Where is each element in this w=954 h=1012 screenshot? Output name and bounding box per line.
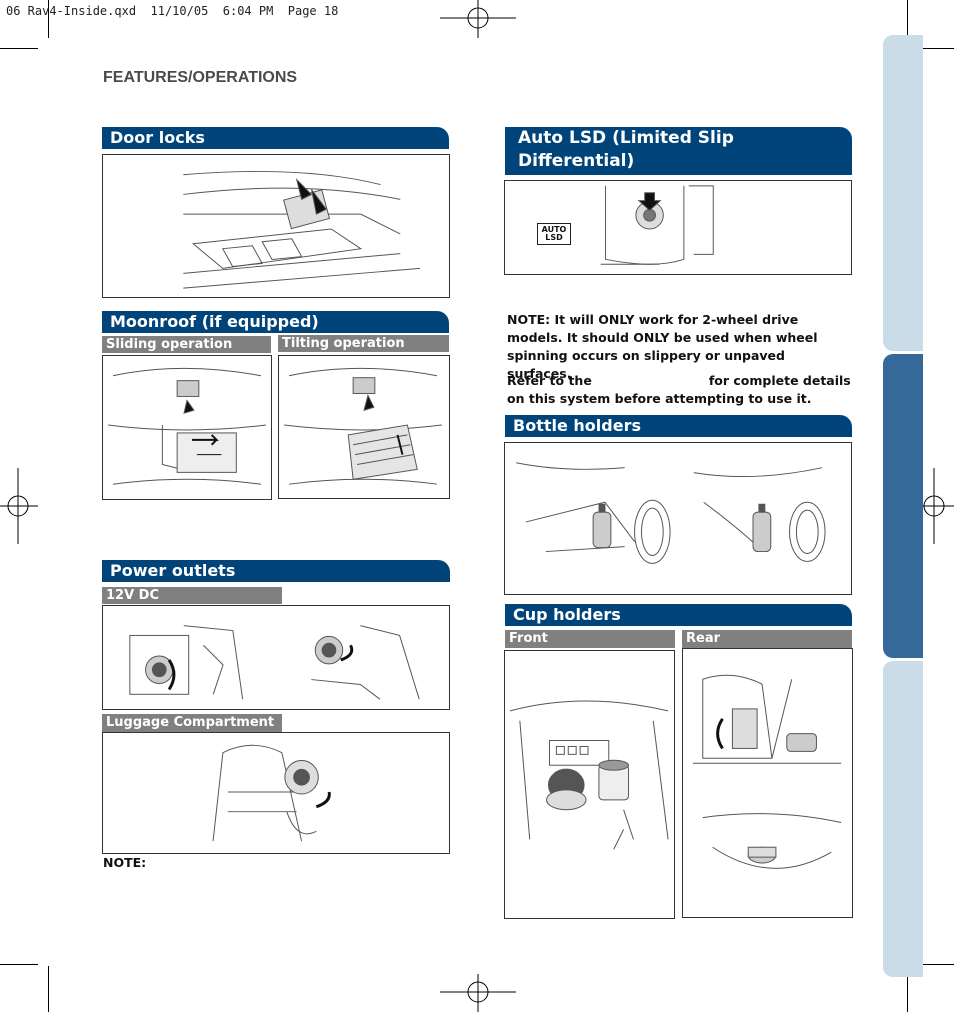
registration-mark-icon — [440, 974, 516, 1012]
crop-mark — [907, 966, 908, 1012]
12v-dc-label: 12V DC — [102, 587, 282, 604]
power-outlet-luggage-illustration — [102, 732, 450, 854]
cup-holders-front-illustration — [504, 650, 675, 919]
crop-mark — [916, 48, 954, 49]
side-tab-active[interactable] — [883, 354, 923, 658]
crop-mark — [916, 964, 954, 965]
tilting-operation-label: Tilting operation — [278, 335, 449, 352]
moonroof-header: Moonroof (if equipped) — [102, 311, 449, 333]
crop-mark — [48, 0, 49, 38]
refer-text-part2: for complete details on this system befo… — [507, 373, 851, 406]
section-title: FEATURES/OPERATIONS — [103, 69, 298, 86]
crop-mark — [0, 964, 38, 965]
bottle-holders-header: Bottle holders — [505, 415, 852, 437]
bottle-holders-illustration — [504, 442, 852, 595]
crop-mark — [48, 966, 49, 1012]
side-tab-bottom[interactable] — [883, 661, 923, 977]
door-locks-header: Door locks — [102, 127, 449, 149]
front-label: Front — [505, 630, 675, 648]
moonroof-tilting-illustration — [278, 355, 450, 499]
auto-lsd-badge-line1: AUTO — [541, 225, 567, 234]
cup-holders-header: Cup holders — [505, 604, 852, 626]
moonroof-sliding-illustration — [102, 355, 272, 500]
auto-lsd-badge-line2: LSD — [545, 233, 563, 242]
door-locks-illustration — [102, 154, 450, 298]
crop-mark — [0, 48, 38, 49]
auto-lsd-badge-icon: AUTO LSD — [537, 223, 571, 245]
power-outlets-header: Power outlets — [102, 560, 450, 582]
crop-mark — [907, 0, 908, 38]
cup-holders-rear-illustration — [682, 648, 853, 918]
rear-label: Rear — [682, 630, 852, 648]
auto-lsd-illustration: AUTO LSD — [504, 180, 852, 275]
registration-mark-icon — [440, 0, 516, 38]
print-slug: 06 Rav4-Inside.qxd 11/10/05 6:04 PM Page… — [6, 4, 339, 18]
auto-lsd-header: Auto LSD (Limited Slip Differential) (2W… — [505, 127, 852, 193]
luggage-compartment-label: Luggage Compartment — [102, 714, 282, 732]
power-outlet-12v-illustration — [102, 605, 450, 710]
sliding-operation-label: Sliding operation — [102, 336, 271, 353]
registration-mark-icon — [0, 468, 38, 544]
power-outlets-note-label: NOTE: — [103, 855, 147, 870]
auto-lsd-title-line1: Auto LSD (Limited Slip Differential) — [518, 128, 734, 171]
auto-lsd-note: NOTE: It will ONLY work for 2-wheel driv… — [507, 312, 818, 381]
side-tab-top[interactable] — [883, 35, 923, 351]
refer-text-part1: Refer to the — [507, 373, 592, 388]
